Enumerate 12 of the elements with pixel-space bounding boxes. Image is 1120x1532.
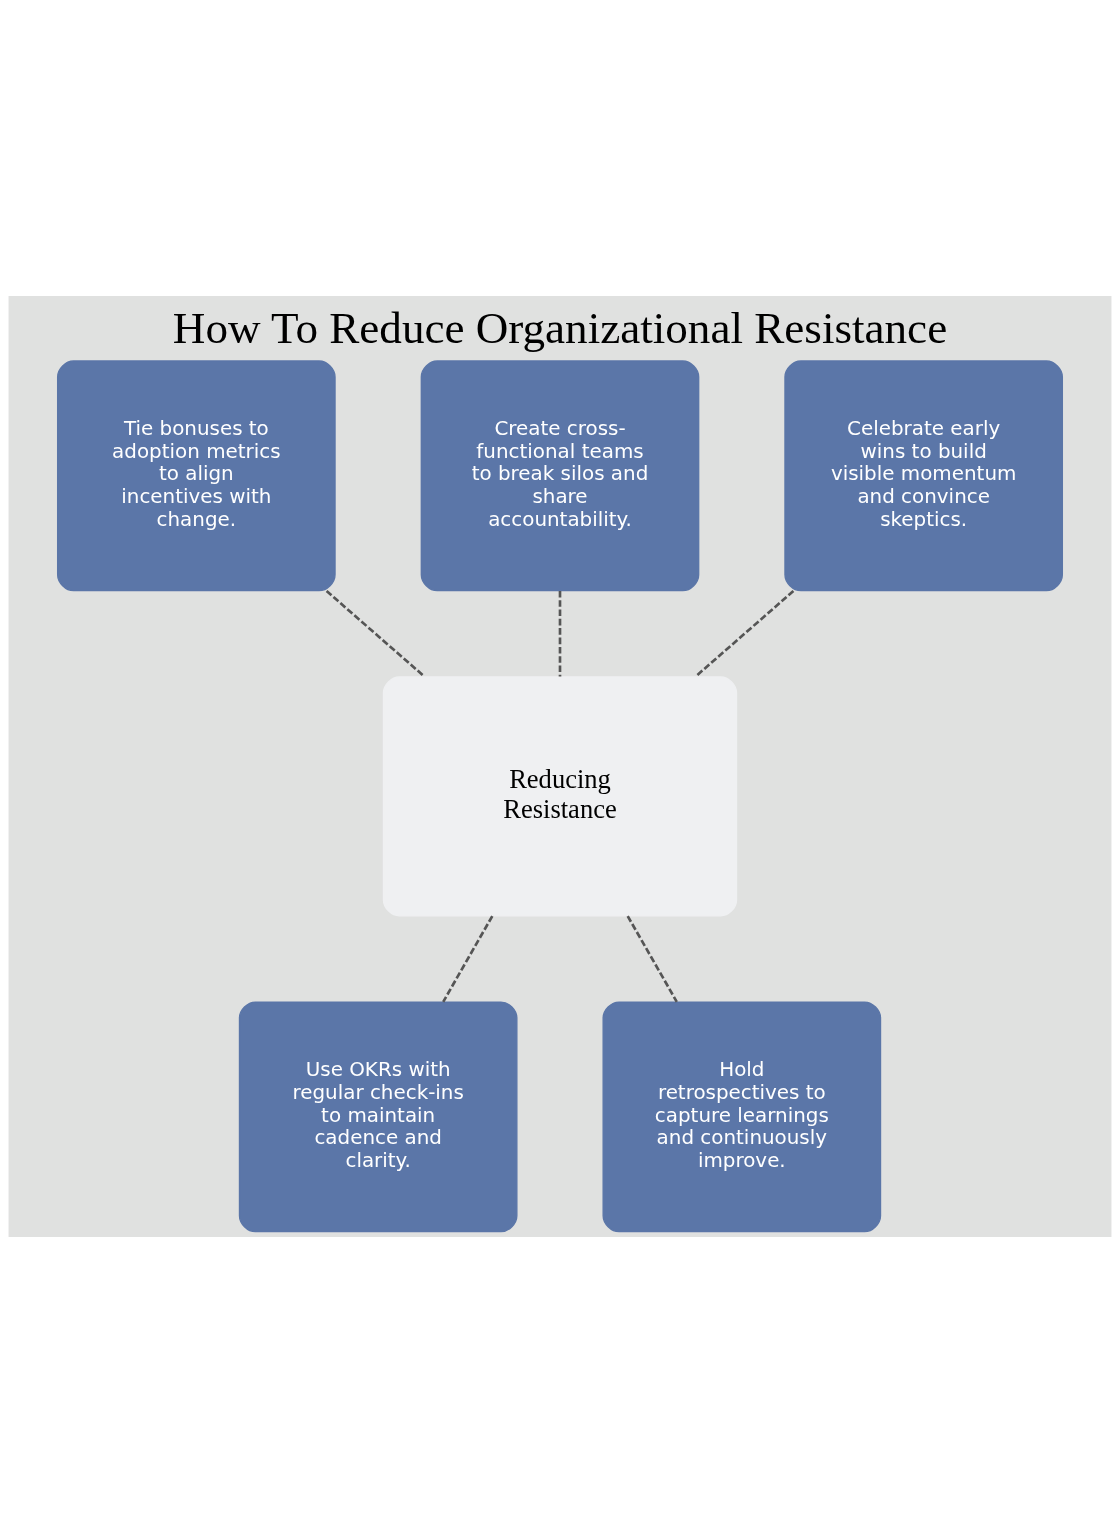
connector — [626, 914, 678, 1002]
node-box: Reducing Resistance — [382, 675, 738, 916]
node-box: Tie bonuses to adoption metrics to align incentives with change. — [57, 359, 336, 591]
connector — [325, 589, 426, 678]
connector — [442, 914, 494, 1002]
node-box: Use OKRs with regular check-ins to maintain cadence and clarity. — [238, 1000, 518, 1232]
connector — [558, 590, 562, 677]
node-box: Celebrate early wins to build visible momentum and convince skeptics. — [784, 359, 1063, 591]
connector — [694, 589, 795, 678]
node-box: Create cross-functional teams to break silos and share accountability. — [420, 359, 700, 591]
diagram-title: How To Reduce Organizational Resistance — [172, 302, 948, 353]
node-box: Hold retrospectives to capture learnings and continuously improve. — [602, 1000, 882, 1232]
